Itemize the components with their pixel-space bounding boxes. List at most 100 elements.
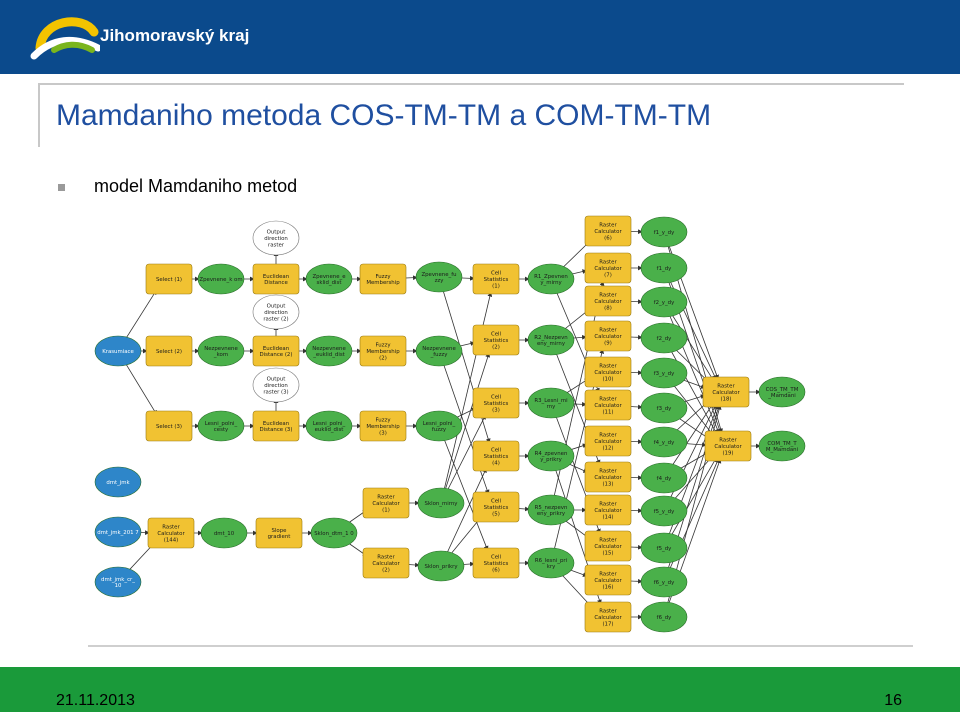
node-lp-cesty: Lesni_polni_cesty — [197, 410, 245, 442]
node-label: dmt_jmk_cr_10 — [101, 577, 135, 589]
node-f5b: f5_dy — [640, 532, 688, 564]
node-label: Lesni_polni_fuzzy — [423, 421, 456, 433]
edge-n_r5-n_rc7 — [550, 280, 605, 511]
node-label: Krasumiace — [102, 349, 134, 355]
node-f4: f4_y_dy — [640, 426, 688, 458]
node-np-fz: Nezpevnene_fuzzy — [415, 335, 463, 367]
node-f3: f3_y_dy — [640, 357, 688, 389]
node-f4b: f4_dy — [640, 462, 688, 494]
node-f6: f6_y_dy — [640, 566, 688, 598]
header-bar: Jihomoravský kraj — [0, 0, 960, 74]
bullet-marker — [58, 184, 65, 191]
node-label: Nezpevnene_fuzzy — [422, 346, 456, 358]
node-label: f6_y_dy — [654, 580, 675, 586]
edge-n_lp_fz-n_cs6 — [438, 425, 489, 551]
node-label: Nezpevnene_euklid_dist — [312, 346, 346, 358]
node-zp-kom: Zpevnene_k om — [197, 263, 245, 295]
node-dmt2: dmt_jmk_201 7 — [94, 516, 142, 548]
node-label: f1_y_dy — [654, 230, 675, 236]
footer-date: 21.11.2013 — [56, 692, 135, 709]
frame-left-line — [38, 83, 40, 147]
node-dmt10: dmt_10 — [200, 517, 248, 549]
edge-n_sklon_mirny-n_cs2 — [440, 352, 491, 504]
node-lp-dist: Lesni_polni_euklid_dist — [305, 410, 353, 442]
node-label: f4_dy — [657, 476, 672, 482]
node-label: Lesni_polni_cesty — [205, 421, 238, 433]
node-label: dmt_10 — [214, 531, 235, 537]
node-label: f2_y_dy — [654, 300, 675, 306]
node-f2: f2_y_dy — [640, 286, 688, 318]
south-moravia-logo-icon — [30, 17, 100, 60]
node-label: Select (1) — [156, 277, 182, 283]
node-sklon-dtm: Sklon_dtm_1 0 — [310, 517, 358, 549]
node-label: Sklon_mirny — [425, 501, 459, 507]
node-label: f3_dy — [657, 406, 672, 412]
edge-n_f2b-n_rc19 — [663, 337, 718, 435]
node-cos: COS_TM_TM_Mamdani — [758, 376, 806, 408]
node-sel2: Select (2) — [145, 335, 193, 367]
node-f1b: f1_dy — [640, 252, 688, 284]
node-lp-fz: Lesni_polni_fuzzy — [415, 410, 463, 442]
node-sklon-mirny: Sklon_mirny — [417, 487, 465, 519]
page-number: 16 — [884, 692, 902, 709]
node-dmt3: dmt_jmk_cr_10 — [94, 566, 142, 598]
node-label: Zpevnene_k om — [199, 277, 242, 283]
node-label: Lesni_polni_euklid_dist — [313, 421, 346, 433]
